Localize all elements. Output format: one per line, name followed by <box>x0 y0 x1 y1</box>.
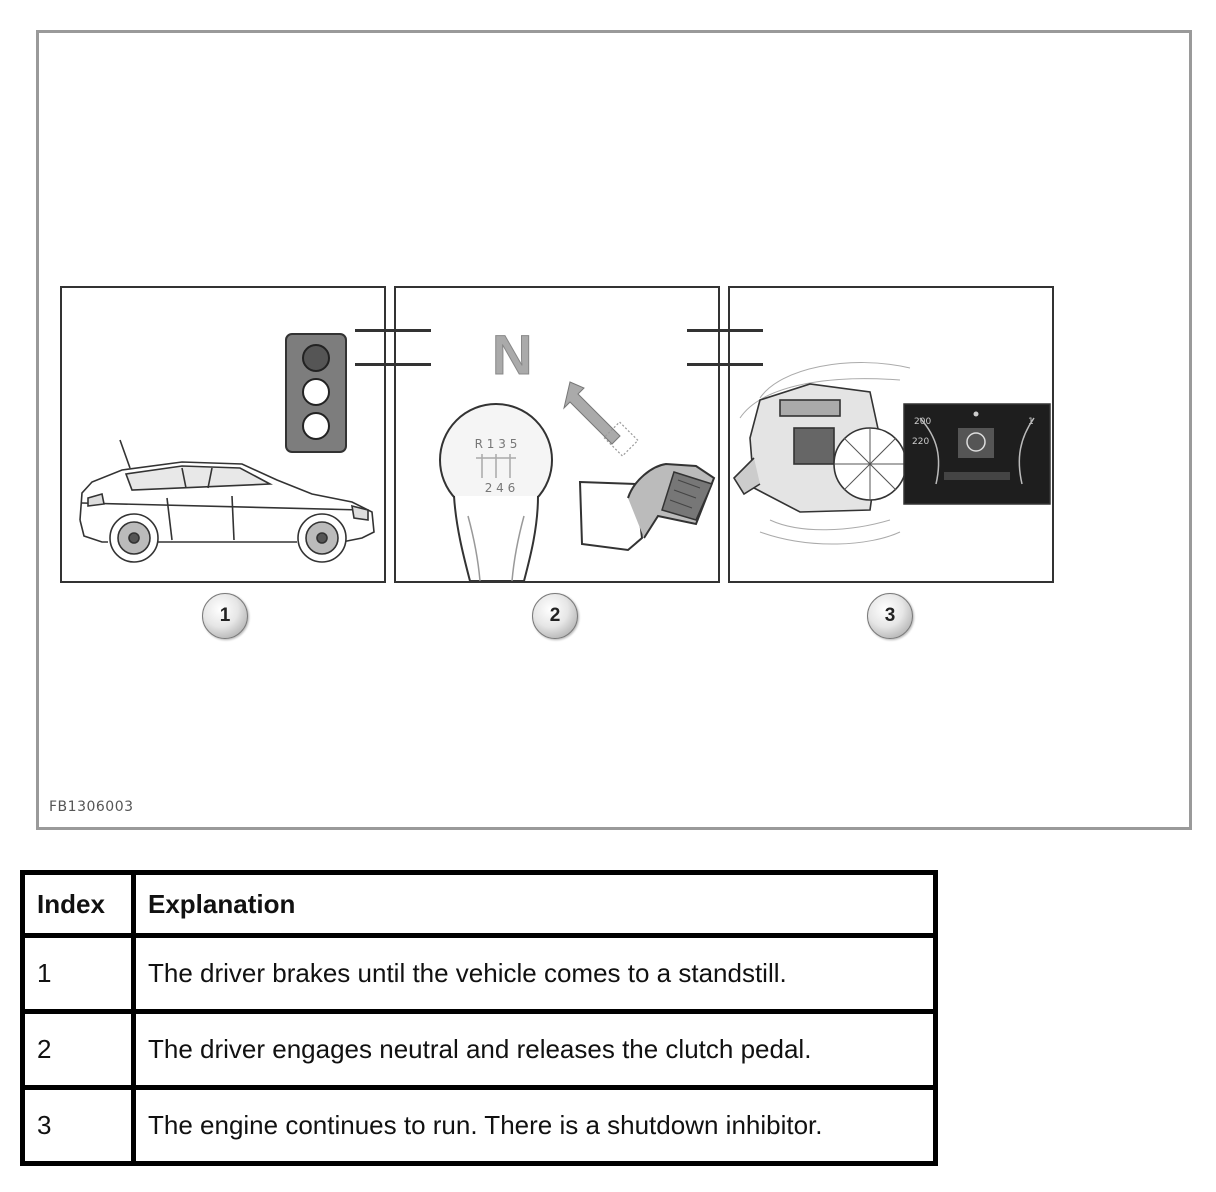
traffic-light-icon <box>285 333 347 453</box>
panel-2-neutral-clutch: N R 1 3 5 2 4 6 <box>394 286 720 583</box>
badge-1: 1 <box>202 593 248 639</box>
engine-cluster-illustration: 200 220 1 <box>732 362 1051 545</box>
figure-frame: N R 1 3 5 2 4 6 <box>36 30 1192 830</box>
panel-3-engine-running: 200 220 1 <box>728 286 1054 583</box>
header-index: Index <box>20 870 136 938</box>
gear-pattern-top: R 1 3 5 <box>475 437 518 451</box>
connector-line-2a <box>687 329 763 332</box>
row-explanation: The driver engages neutral and releases … <box>131 1009 938 1090</box>
table-header-row: Index Explanation <box>20 870 938 938</box>
instrument-cluster-icon: 200 220 1 <box>903 403 1051 505</box>
header-explanation: Explanation <box>131 870 938 938</box>
engine-icon <box>732 362 911 545</box>
gear-pattern-bottom: 2 4 6 <box>485 481 516 495</box>
connector-line-1a <box>355 329 431 332</box>
table-row: 3 The engine continues to run. There is … <box>20 1085 938 1166</box>
connector-line-2b <box>687 363 763 366</box>
gear-knob-icon: R 1 3 5 2 4 6 <box>439 403 553 581</box>
badge-3: 3 <box>867 593 913 639</box>
table-row: 2 The driver engages neutral and release… <box>20 1009 938 1090</box>
badge-2: 2 <box>532 593 578 639</box>
figure-code: FB1306003 <box>49 799 134 815</box>
gauge-mark-220: 220 <box>912 437 929 447</box>
row-index: 2 <box>20 1009 136 1090</box>
panel-1-car-stopping <box>60 286 386 583</box>
car-icon <box>79 439 375 563</box>
row-explanation: The engine continues to run. There is a … <box>131 1085 938 1166</box>
row-index: 1 <box>20 933 136 1014</box>
connector-line-1b <box>355 363 431 366</box>
clutch-pedal-icon <box>578 462 716 552</box>
table-row: 1 The driver brakes until the vehicle co… <box>20 933 938 1014</box>
gear-shift-clutch-illustration: N R 1 3 5 2 4 6 <box>439 323 716 581</box>
release-arrow-icon <box>563 381 639 457</box>
neutral-label: N <box>492 323 532 386</box>
legend-table: Index Explanation 1 The driver brakes un… <box>20 870 938 1166</box>
row-explanation: The driver brakes until the vehicle come… <box>131 933 938 1014</box>
car-traffic-light-illustration <box>79 333 375 563</box>
row-index: 3 <box>20 1085 136 1166</box>
